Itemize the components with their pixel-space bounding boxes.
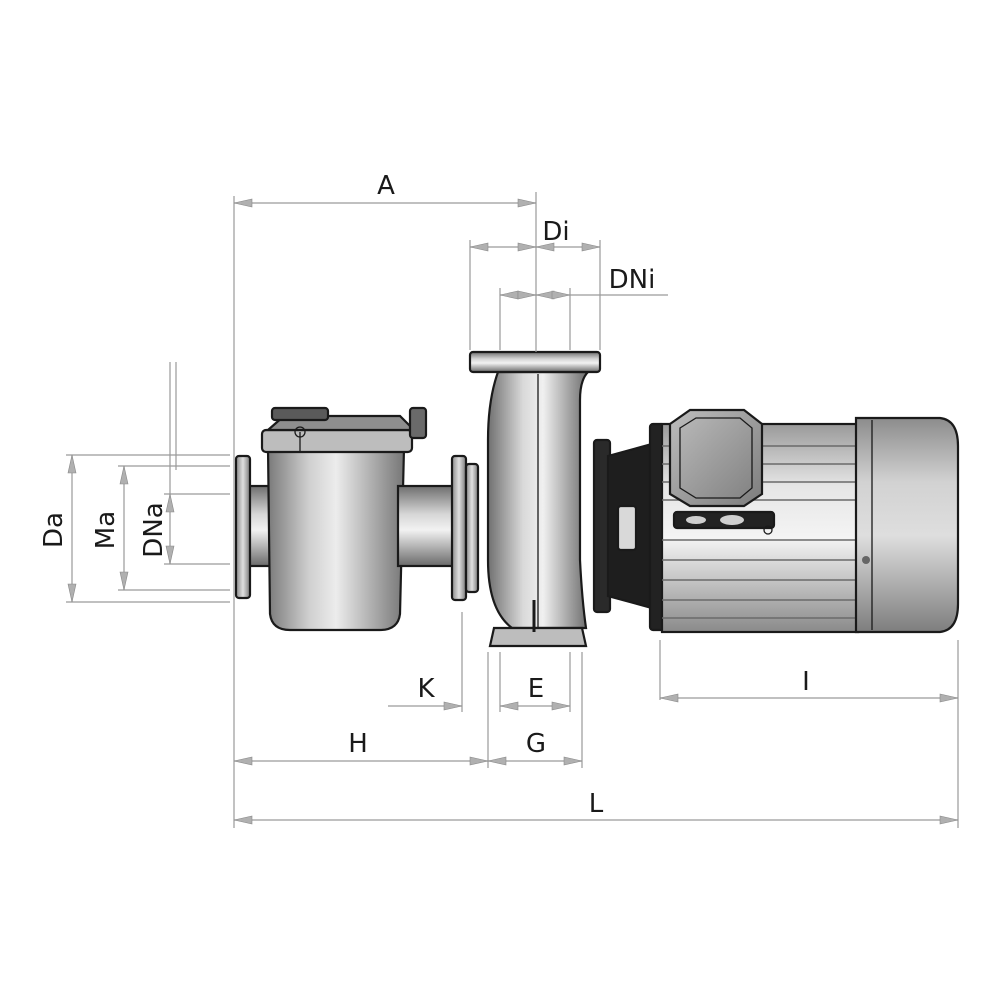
suction-flange-1 — [450, 454, 468, 602]
nameplate-slot-left — [686, 516, 706, 524]
connecting-pipe — [396, 484, 458, 568]
label-DNi: DNi — [609, 265, 656, 295]
label-Di: Di — [542, 217, 569, 247]
lantern-window — [616, 504, 638, 552]
label-H: H — [348, 729, 368, 759]
label-I: I — [802, 667, 810, 697]
label-K: K — [417, 674, 435, 704]
arrowheads — [67, 198, 959, 825]
strainer-housing — [266, 446, 406, 632]
pump-foot — [488, 626, 588, 648]
strainer-top-ring — [260, 428, 414, 454]
label-G: G — [526, 729, 546, 759]
inlet-flange — [234, 454, 252, 600]
dimension-lines: A Di DNi Da Ma DNa K E H G I L — [39, 171, 959, 828]
ground-screw — [763, 525, 773, 535]
terminal-box — [668, 408, 764, 508]
label-L: L — [589, 789, 604, 819]
suction-flange-2 — [464, 462, 480, 594]
label-DNa: DNa — [139, 502, 169, 557]
discharge-flange — [468, 350, 602, 374]
fan-cover — [854, 416, 960, 634]
terminal-box-lid — [679, 417, 753, 499]
label-E: E — [528, 674, 544, 704]
strainer-clamp-knob — [408, 406, 428, 440]
nameplate-slot-right — [720, 515, 744, 525]
pump-assembly — [234, 350, 960, 648]
fan-cover-screw — [862, 556, 870, 564]
label-A: A — [377, 171, 395, 201]
label-Da: Da — [39, 512, 69, 548]
label-Ma: Ma — [91, 511, 121, 549]
strainer-lid-handle — [270, 406, 330, 422]
